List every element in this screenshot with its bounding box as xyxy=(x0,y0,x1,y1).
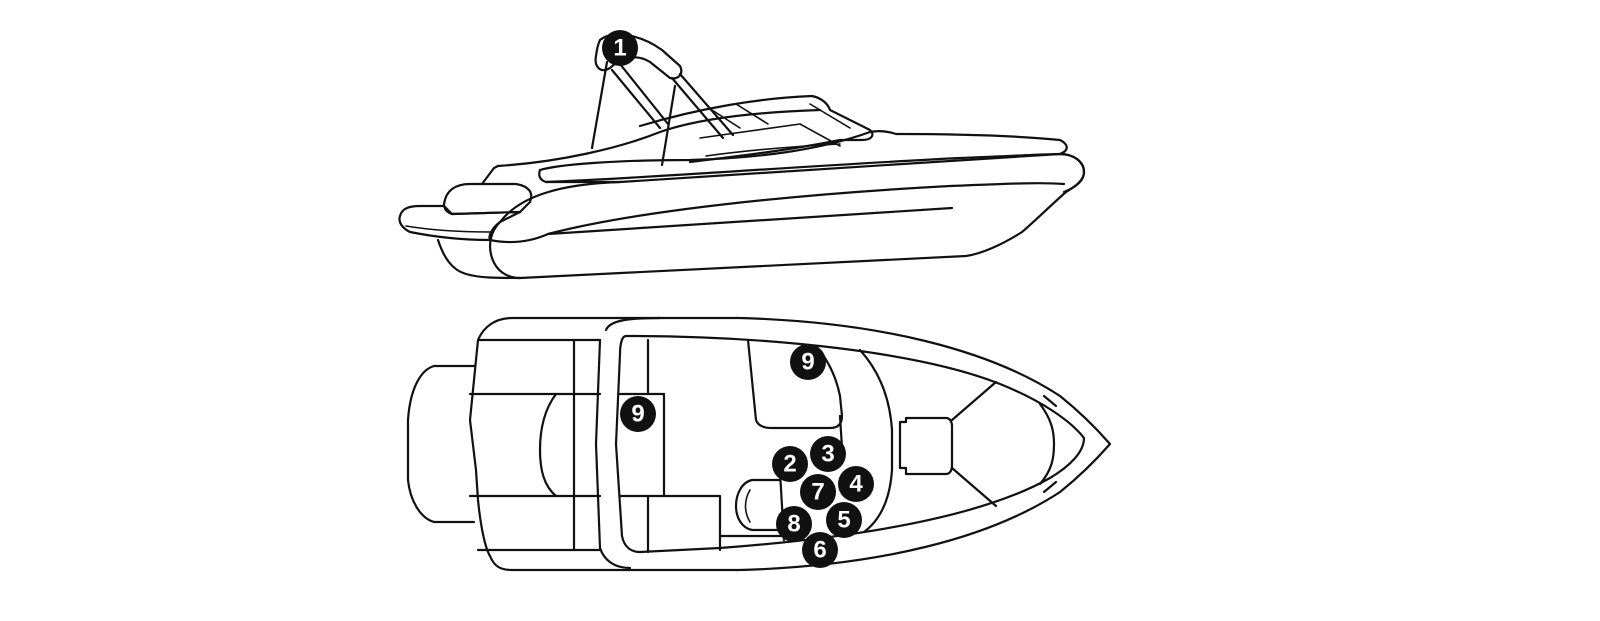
callout-1: 1 xyxy=(602,30,638,66)
callout-label: 4 xyxy=(849,471,863,498)
tower-front-leg xyxy=(670,76,725,140)
callout-3: 3 xyxy=(810,436,846,472)
callout-marker xyxy=(772,446,808,482)
bow-cushion xyxy=(1038,402,1056,486)
helm-seat-inner xyxy=(744,489,751,523)
callout-2: 2 xyxy=(772,446,808,482)
callout-marker xyxy=(802,532,838,568)
stern-cushion xyxy=(538,392,558,498)
stern-upper xyxy=(480,164,500,186)
callout-marker xyxy=(826,502,862,538)
callout-marker xyxy=(800,474,836,510)
callout-5: 5 xyxy=(826,502,862,538)
gunwale-top xyxy=(594,316,662,570)
callout-9-helm: 9 xyxy=(790,344,826,380)
callout-label: 6 xyxy=(813,537,826,564)
port-seat xyxy=(618,338,722,552)
callout-7: 7 xyxy=(800,474,836,510)
windshield-panel-1 xyxy=(711,109,741,129)
hull-strake xyxy=(546,206,954,236)
callout-label: 7 xyxy=(811,479,824,506)
callout-marker xyxy=(776,506,812,542)
callout-label: 1 xyxy=(613,35,626,62)
hull-inner-top xyxy=(614,334,1086,554)
windshield-panel-3 xyxy=(809,103,851,129)
callout-label: 3 xyxy=(821,441,834,468)
hull-outline xyxy=(489,152,1086,280)
hull-outer-top xyxy=(468,316,1112,572)
callout-label: 8 xyxy=(787,511,800,538)
callout-marker xyxy=(620,396,656,432)
callout-label: 5 xyxy=(837,507,850,534)
transom xyxy=(436,238,522,280)
tower-left-leg-rear xyxy=(590,60,609,150)
rub-rail xyxy=(544,152,1086,194)
boat-top-view xyxy=(406,316,1112,572)
callout-8: 8 xyxy=(776,506,812,542)
tower-front-support xyxy=(660,84,677,167)
deck-line xyxy=(496,108,822,168)
callout-marker xyxy=(838,466,874,502)
tower-rear-leg-inner xyxy=(618,62,670,126)
callout-6: 6 xyxy=(802,532,838,568)
callout-4: 4 xyxy=(838,466,874,502)
callout-label: 2 xyxy=(783,451,796,478)
cockpit-top xyxy=(538,168,622,184)
callout-marker xyxy=(810,436,846,472)
windshield-lower xyxy=(699,123,841,147)
swim-platform-top xyxy=(406,364,476,524)
callout-marker xyxy=(602,30,638,66)
windshield-top xyxy=(898,416,954,476)
swim-platform-edge xyxy=(405,225,491,233)
windshield-frame xyxy=(638,94,874,164)
helm-console xyxy=(746,338,844,430)
tower-front-leg-inner xyxy=(678,72,735,137)
helm-seat xyxy=(734,478,782,532)
swim-platform xyxy=(398,204,522,242)
callout-marker xyxy=(790,344,826,380)
bow-rail-top xyxy=(1042,394,1058,494)
gunwale xyxy=(538,130,1068,172)
bow-seat-lines xyxy=(950,380,998,508)
stern-seat xyxy=(442,182,533,216)
boat-side-view xyxy=(398,33,1086,280)
callout-9-cockpit: 9 xyxy=(620,396,656,432)
stern-bench-top xyxy=(468,338,602,552)
hull-chine xyxy=(488,182,1066,244)
callout-label: 9 xyxy=(631,401,644,428)
callout-label: 9 xyxy=(801,349,814,376)
tower-rear-leg xyxy=(610,68,662,130)
